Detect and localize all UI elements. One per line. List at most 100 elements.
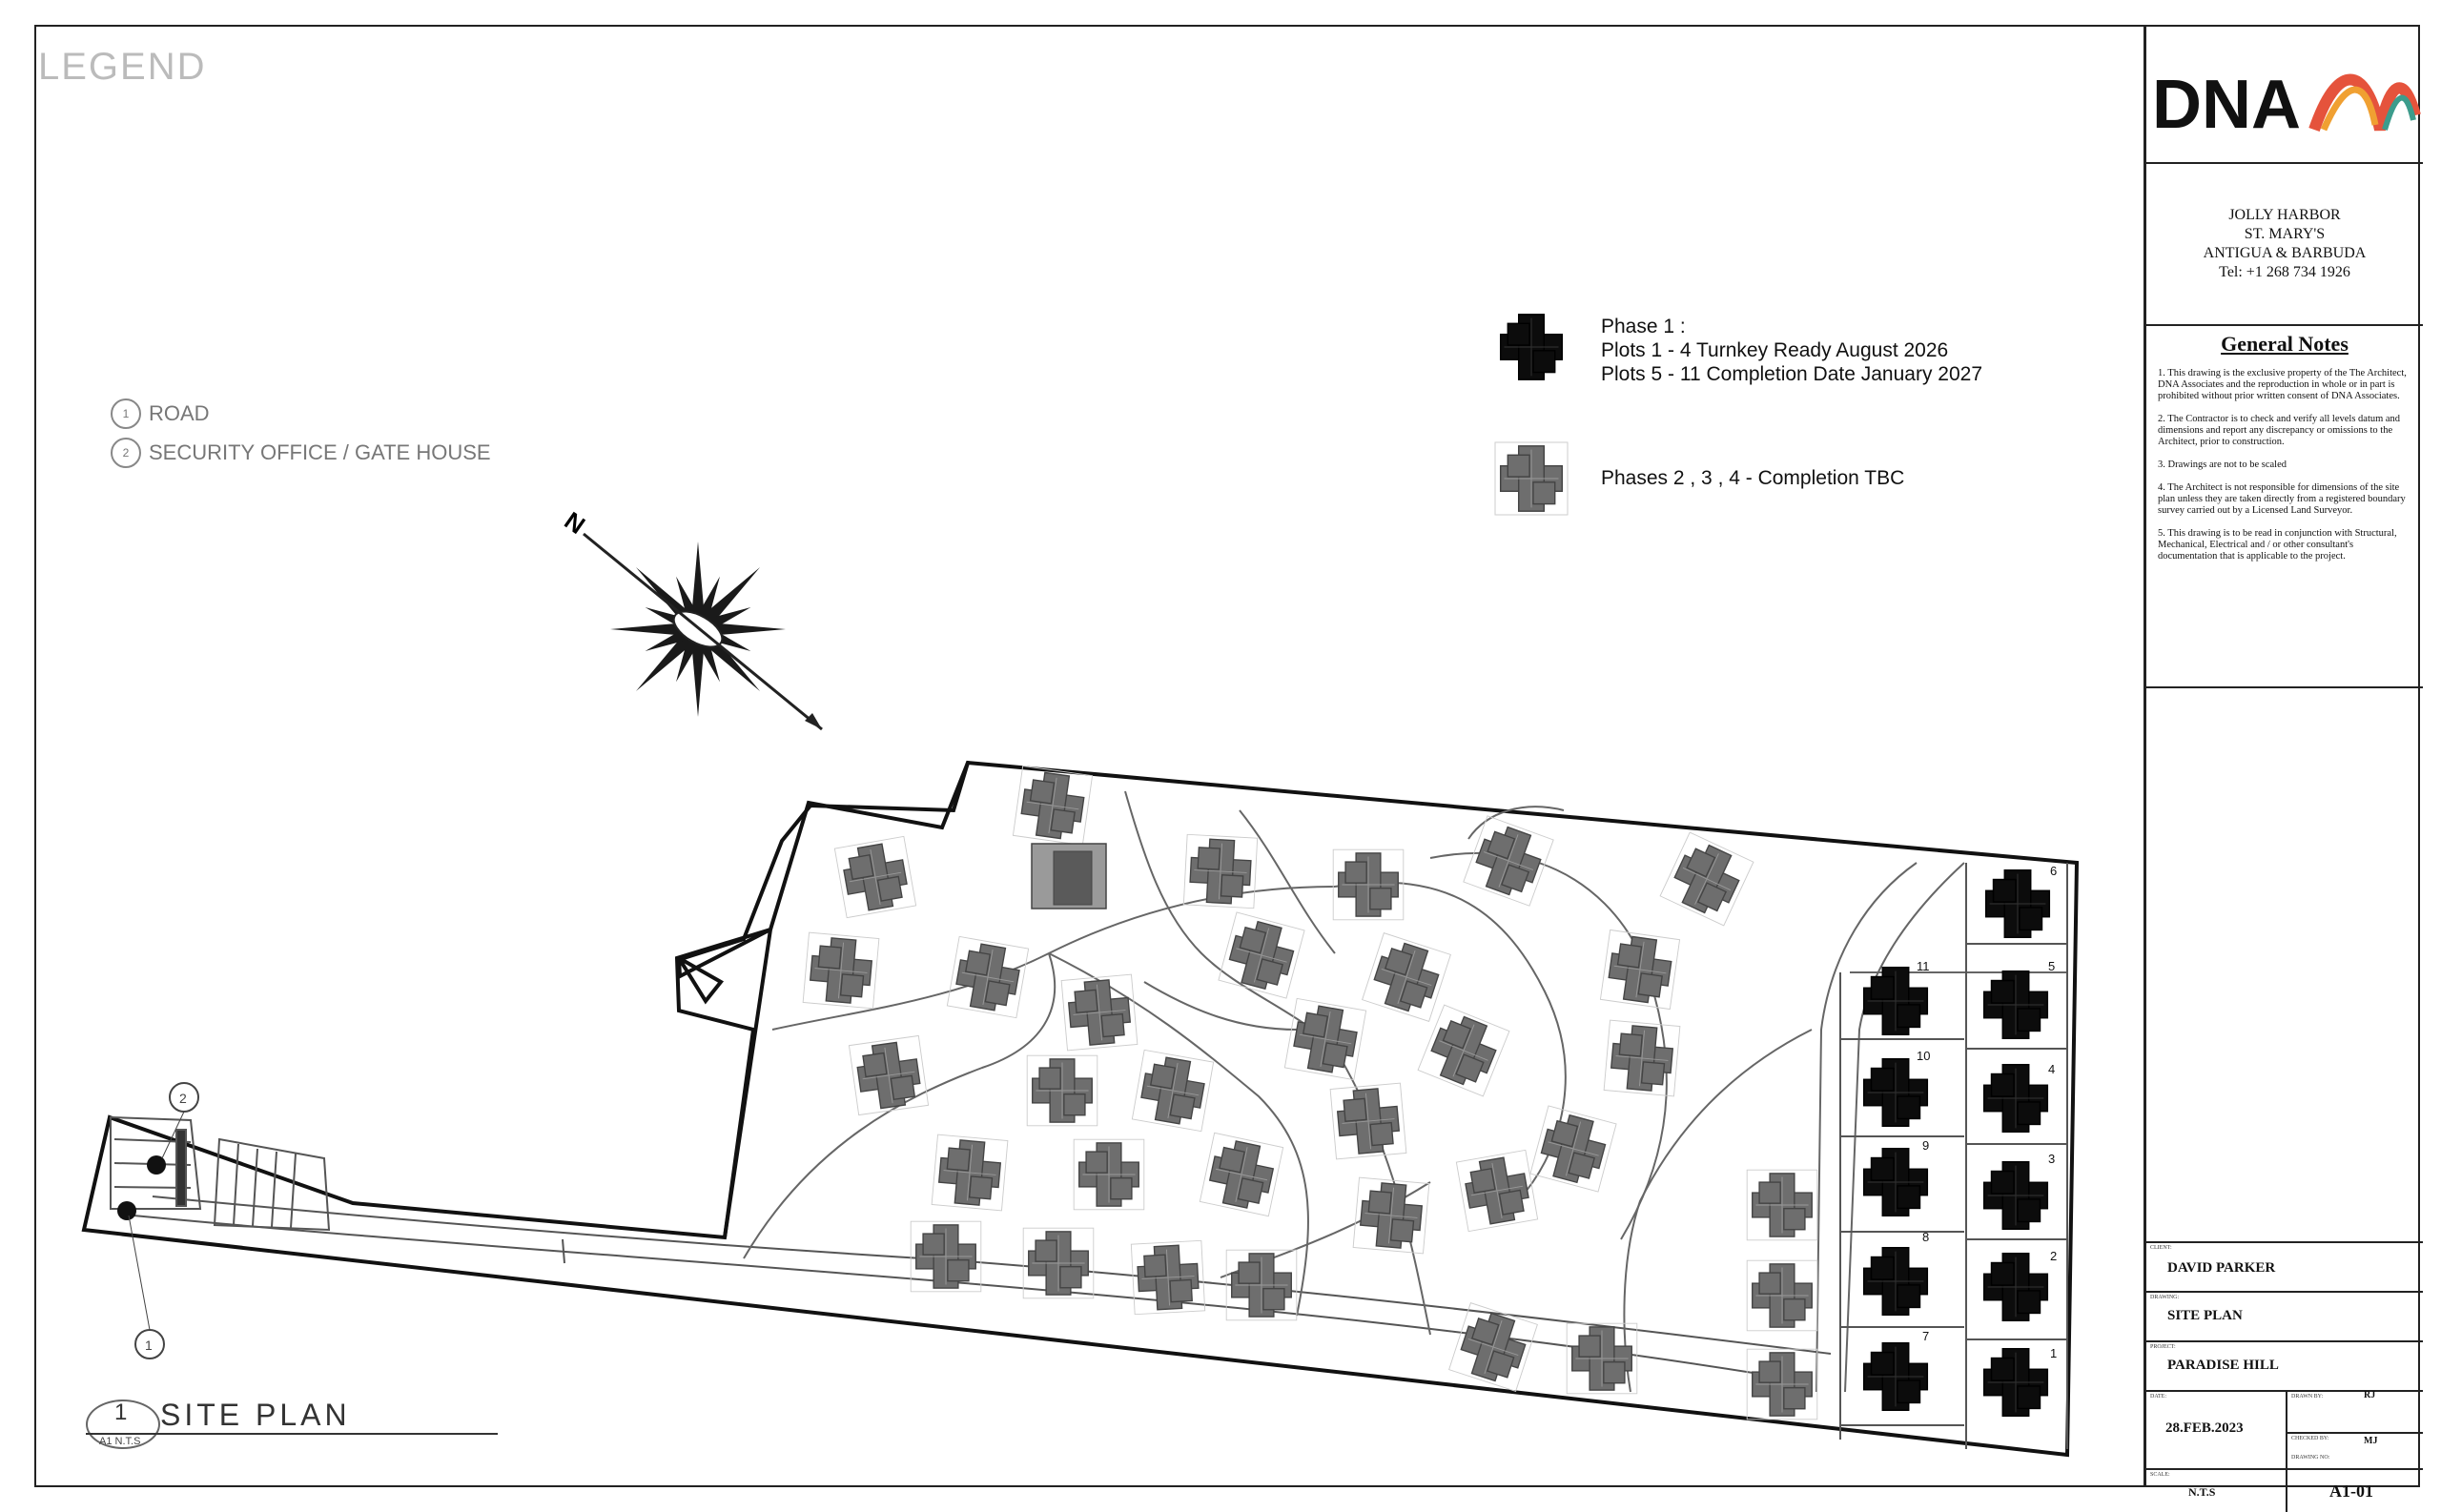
address-line: Tel: +1 268 734 1926 (2219, 264, 2350, 280)
drawing-frame (34, 25, 2420, 1487)
general-notes-cell: General Notes 1. This drawing is the exc… (2146, 326, 2423, 688)
phase-2-villa (1283, 997, 1367, 1081)
phase-2-villa (1218, 911, 1305, 999)
phase-2-villa (1746, 1259, 1818, 1332)
phase-2-villa (1329, 1082, 1407, 1160)
plot-number-label: 3 (2048, 1152, 2055, 1166)
phase-2-description: Phases 2 , 3 , 4 - Completion TBC (1601, 467, 1905, 489)
plot-number-label: 1 (2050, 1346, 2057, 1360)
phase-2-villa (848, 1034, 930, 1116)
site-boundary-west (674, 762, 970, 1238)
client-value: DAVID PARKER (2167, 1260, 2276, 1276)
logo-text: DNA (2152, 67, 2301, 143)
general-note: 2. The Contractor is to check and verify… (2158, 414, 2401, 447)
plot-grid (1839, 863, 2068, 1449)
compass-rose-icon (583, 532, 823, 731)
legend-number: 1 (111, 398, 141, 429)
phase-1-villa (1982, 970, 2049, 1040)
phase-2-villa (1012, 765, 1094, 847)
project-value: PARADISE HILL (2167, 1358, 2279, 1373)
checked-by-value: MJ (2364, 1436, 2378, 1446)
legend-label: SECURITY OFFICE / GATE HOUSE (149, 440, 491, 464)
legend-title: LEGEND (38, 46, 207, 88)
date-value: 28.FEB.2023 (2165, 1420, 2244, 1436)
phase-1-villa (1862, 1246, 1929, 1317)
phase-2-villa (1455, 1149, 1539, 1233)
plan-number: 1 (114, 1400, 128, 1425)
address-line: ANTIGUA & BARBUDA (2203, 245, 2367, 261)
community-building (1031, 843, 1107, 909)
phase-1-line: Phase 1 : (1601, 316, 1686, 337)
callout-2-label: 2 (179, 1091, 187, 1106)
phase-2-villa (1529, 1105, 1617, 1193)
phase-2-villa (946, 935, 1030, 1019)
site-plan-drawing: N 2 (81, 314, 2080, 1458)
plot-number-label: 10 (1917, 1049, 1930, 1063)
dna-logo-icon: DNA (2152, 67, 2421, 143)
phase-2-villa (1225, 1249, 1298, 1321)
drawing-label: DRAWING: (2150, 1295, 2180, 1300)
road-marker-icon (117, 1201, 136, 1220)
date-label: DATE: (2150, 1394, 2166, 1400)
title-block: DNA JOLLY HARBOR ST. MARY'S ANTIGUA & BA… (2144, 25, 2423, 1512)
drawn-by-label: DRAWN BY: (2291, 1394, 2324, 1400)
checked-by-label: CHECKED BY: (2291, 1436, 2329, 1441)
phase-2-villa (910, 1220, 982, 1293)
phase-2-villa (1352, 1176, 1430, 1255)
phase-2-villa (1130, 1239, 1206, 1316)
plan-title: SITE PLAN (160, 1398, 351, 1432)
legend-number: 2 (111, 438, 141, 468)
plot-number-label: 6 (2050, 864, 2057, 878)
phase-2-villa (1566, 1322, 1638, 1395)
general-notes-title: General Notes (2221, 332, 2349, 356)
phase-2-villa (802, 931, 880, 1010)
plot-number-label: 2 (2050, 1249, 2057, 1263)
general-note: 1. This drawing is the exclusive propert… (2158, 368, 2407, 401)
phase-2-villa (1463, 815, 1554, 907)
phase-2-villa (1746, 1348, 1818, 1420)
phase-1-villa (1862, 1341, 1929, 1412)
legend-item-road: 1 ROAD (111, 398, 210, 429)
phase-2-villa-icon (1494, 441, 1569, 516)
client-label: CLIENT: (2150, 1245, 2172, 1251)
address-line: ST. MARY'S (2244, 226, 2326, 242)
phase-2-villa (1362, 932, 1451, 1022)
phase-2-villa (1746, 1169, 1818, 1241)
phase-1-villa (1982, 1160, 2049, 1231)
general-note: 3. Drawings are not to be scaled (2158, 460, 2287, 470)
scale-label: SCALE: (2150, 1472, 2170, 1478)
gate-house-icon (147, 1155, 166, 1175)
phase-2-villa (1182, 833, 1259, 909)
sheet-value: A1-01 (2329, 1481, 2373, 1501)
phase-1-description: Phase 1 : Plots 1 - 4 Turnkey Ready Augu… (1601, 315, 1982, 386)
site-boundary (81, 760, 2080, 1458)
phase-1-villa (1982, 1252, 2049, 1322)
callout-1-label: 1 (145, 1338, 153, 1353)
legend-label: ROAD (149, 401, 210, 425)
phase-2-villa (931, 1134, 1009, 1212)
scale-value: N.T.S (2188, 1485, 2216, 1499)
phase-2-villa (1199, 1132, 1284, 1217)
phase-2-villa (1060, 973, 1138, 1052)
phase-1-swatch (1499, 314, 1564, 380)
phase-2-villa (1332, 848, 1405, 921)
plan-scale: A1 N.T.S (99, 1436, 141, 1447)
phase-1-villa (1862, 1147, 1929, 1217)
drawn-by-value: RJ (2364, 1390, 2376, 1400)
plan-number-circle (86, 1400, 160, 1449)
phase-1-line: Plots 1 - 4 Turnkey Ready August 2026 (1601, 339, 1949, 361)
phase-1-villa (1982, 1347, 2049, 1418)
callout-2 (161, 1082, 199, 1159)
project-label: PROJECT: (2150, 1344, 2176, 1350)
plot-number-label: 5 (2048, 959, 2055, 973)
logo-cell: DNA (2146, 25, 2423, 164)
plot-number-label: 11 (1917, 959, 1930, 973)
phase-2-villa (833, 835, 917, 919)
plot-number-label: 8 (1922, 1230, 1929, 1244)
phase-2-villa (1599, 929, 1681, 1011)
plot-number-label: 4 (2048, 1062, 2055, 1076)
phase-1-villa (1984, 868, 2051, 939)
address-cell: JOLLY HARBOR ST. MARY'S ANTIGUA & BARBUD… (2146, 164, 2423, 326)
phase-2-villa (1131, 1049, 1215, 1133)
phase-1-villa (1862, 966, 1929, 1036)
